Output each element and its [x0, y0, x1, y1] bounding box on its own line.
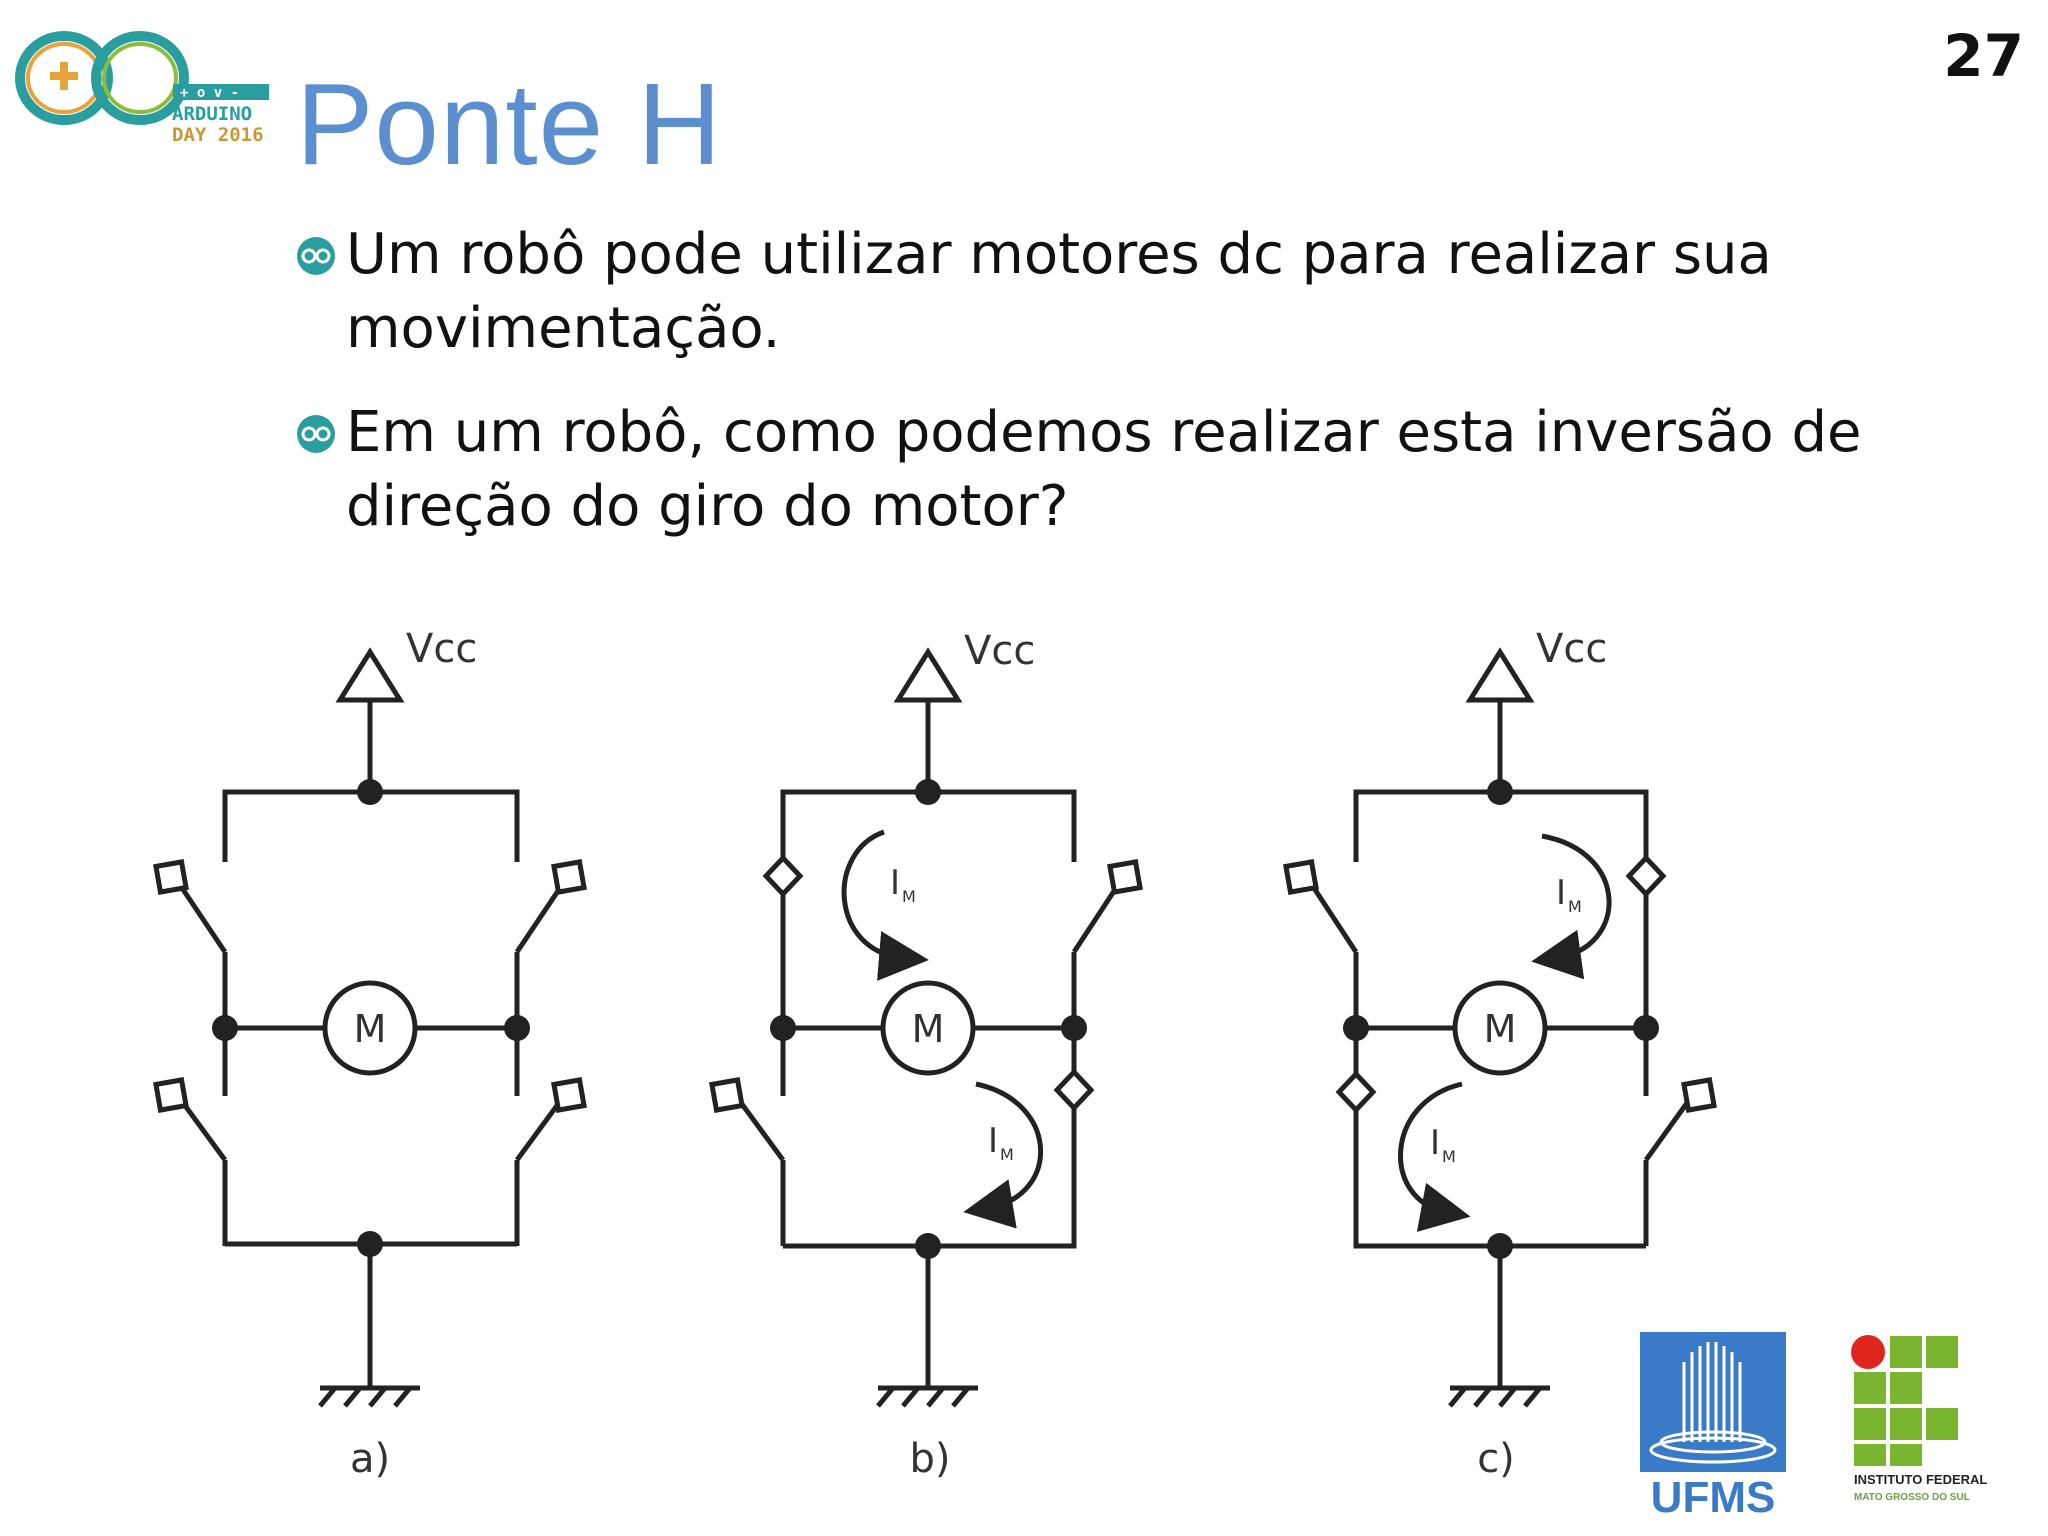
infinity-logo-icon: + o v - — [15, 31, 269, 125]
arduino-day-text: DAY 2016 — [172, 125, 264, 145]
vcc-symbol — [893, 647, 963, 703]
current-arrow — [1398, 1081, 1471, 1232]
current-label: I — [1556, 873, 1566, 913]
circuit-b-nodes — [770, 779, 1087, 1259]
vcc-label-b: Vcc — [964, 628, 1035, 674]
current-label: I — [890, 863, 900, 903]
current-arrow — [963, 1081, 1043, 1229]
infinity-bullet-icon — [297, 237, 335, 275]
motor — [880, 980, 976, 1076]
current-arrow — [841, 829, 929, 981]
vcc-label-a: Vcc — [406, 626, 477, 672]
infinity-bullet-icon — [297, 415, 335, 453]
vcc-label-c: Vcc — [1536, 626, 1607, 672]
ufms-text: UFMS — [1651, 1473, 1776, 1516]
motor-label-a: M — [354, 1007, 387, 1051]
vcc-symbol — [1465, 647, 1535, 703]
switch-closed-bottom-left — [1335, 1070, 1377, 1114]
switch-top-left — [175, 880, 228, 954]
current-subscript: M — [1568, 897, 1582, 916]
ufms-logo: UFMS — [1640, 1332, 1786, 1516]
slide-title: Ponte H — [296, 59, 723, 189]
page-number: 27 — [1943, 22, 2024, 90]
ifms-name: INSTITUTO FEDERAL — [1854, 1472, 1988, 1487]
motor — [1452, 980, 1548, 1076]
motor — [322, 980, 418, 1076]
ifms-logo — [1851, 1335, 1958, 1466]
circuit-a — [153, 647, 587, 1408]
bullet-text: Um robô pode utilizar motores dc para re… — [346, 222, 1772, 361]
current-subscript: M — [902, 887, 916, 906]
bullet-list: Um robô pode utilizar motores dc para re… — [296, 218, 1896, 574]
current-arrow — [1531, 833, 1612, 980]
ifms-subtitle: MATO GROSSO DO SUL — [1854, 1492, 1970, 1503]
bullet-text: Em um robô, como podemos realizar esta i… — [346, 400, 1862, 539]
switch-closed-bottom-right — [1053, 1068, 1095, 1112]
current-label: I — [1430, 1123, 1440, 1163]
circuit-a-nodes — [212, 779, 530, 1257]
current-subscript: M — [1000, 1145, 1014, 1164]
bullet-item: Em um robô, como podemos realizar esta i… — [296, 396, 1896, 544]
motor-label-c: M — [1484, 1007, 1517, 1051]
arduino-day-logo: + o v - — [10, 22, 270, 152]
arduino-day-word: DAY — [172, 124, 207, 146]
circuit-c-nodes — [1343, 779, 1659, 1259]
bullet-item: Um robô pode utilizar motores dc para re… — [296, 218, 1896, 366]
caption-b: b) — [910, 1436, 951, 1482]
caption-a: a) — [350, 1436, 390, 1482]
h-bridge-diagram: Vcc Vcc Vcc M M M I M I M I M I M a) b) … — [153, 626, 1717, 1482]
switch-top-left — [1307, 880, 1359, 954]
switch-top-right — [514, 880, 567, 954]
switch-closed-top-right — [1625, 854, 1667, 898]
motor-label-b: M — [912, 1007, 945, 1051]
svg-text:+ o v -: + o v - — [180, 85, 239, 101]
current-label: I — [988, 1121, 998, 1161]
vcc-symbol — [335, 647, 405, 703]
current-subscript: M — [1442, 1147, 1456, 1166]
switch-closed-top-left — [762, 854, 804, 898]
arduino-text: ARDUINO — [172, 103, 253, 125]
switch-bottom-right — [1643, 1094, 1695, 1162]
caption-c: c) — [1477, 1436, 1515, 1482]
arduino-year: 2016 — [217, 124, 264, 146]
